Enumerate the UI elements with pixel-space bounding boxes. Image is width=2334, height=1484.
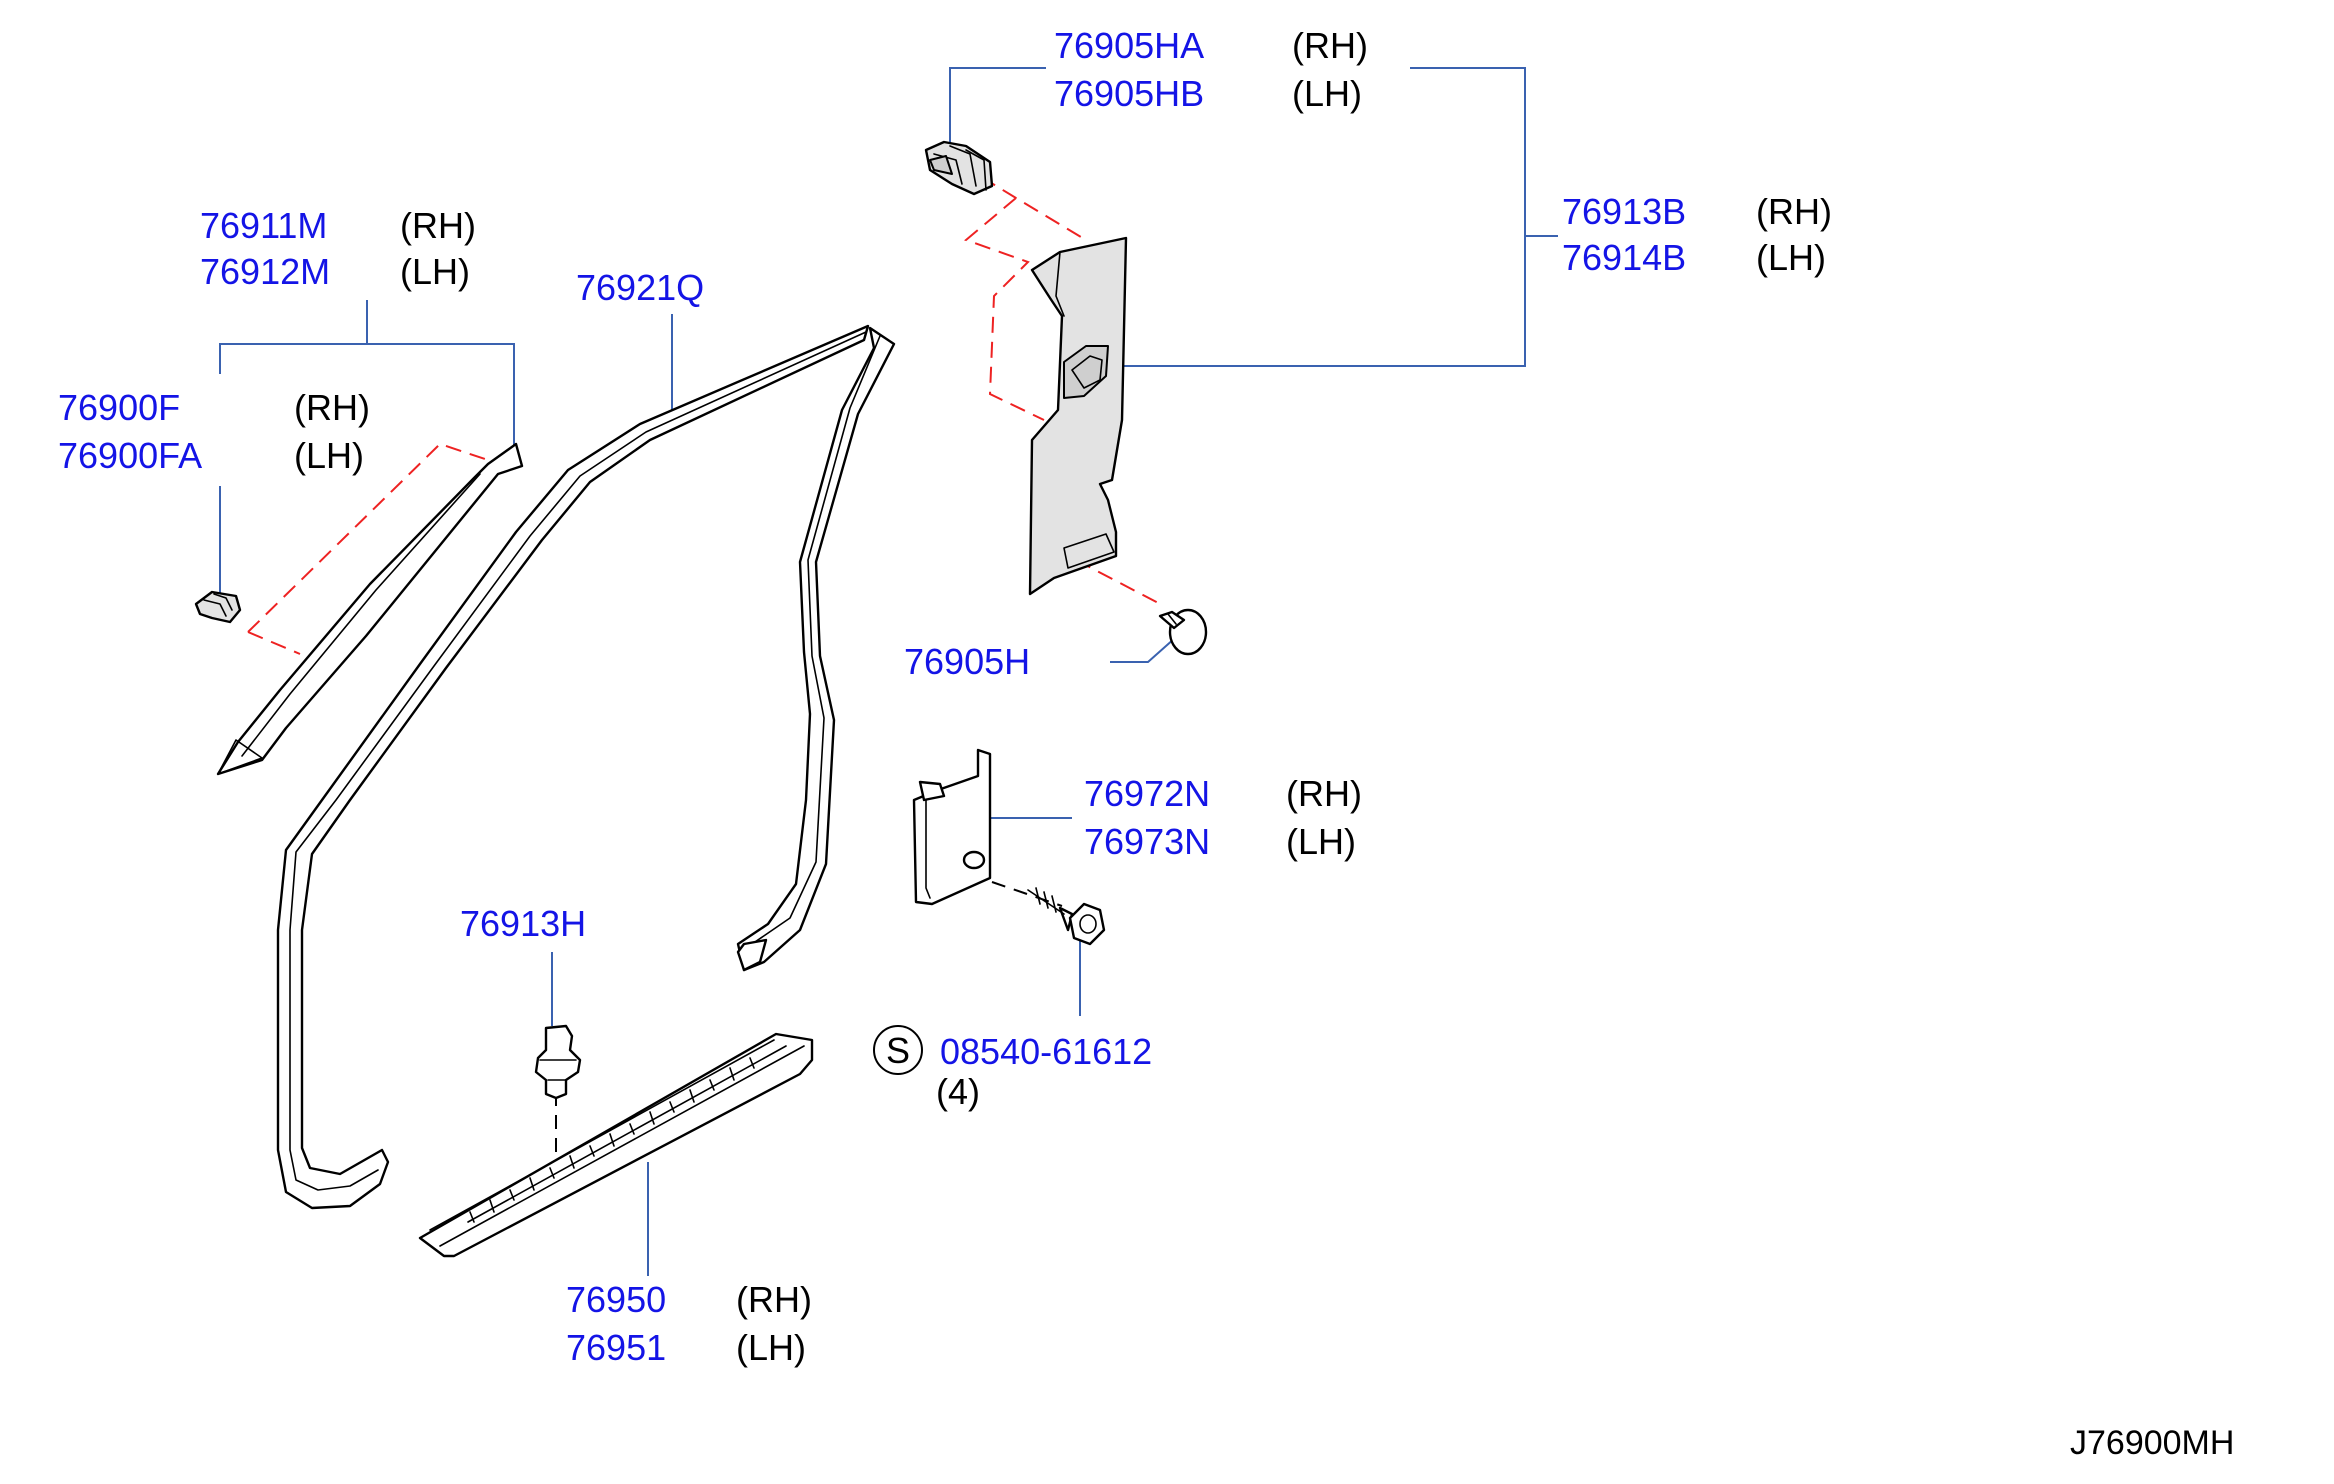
diagram-code: J76900MH [2070,1424,2234,1462]
side-rh: (RH) [1756,191,1832,232]
part-number-08540-61612[interactable]: 08540-61612 [940,1031,1152,1072]
part-number-76900fa[interactable]: 76900FA [58,435,202,476]
part-number-76914b[interactable]: 76914B [1562,237,1686,278]
part-number-76905ha[interactable]: 76905HA [1054,25,1204,66]
callout-screw: S 08540-61612 (4) [873,1025,1152,1112]
part-number-76913h[interactable]: 76913H [460,903,586,944]
part-number-76905hb[interactable]: 76905HB [1054,73,1204,114]
quantity: (4) [936,1071,980,1112]
callout-grommet: 76905H [904,641,1030,682]
side-rh: (RH) [1286,773,1362,814]
callout-weatherstrip: 76921Q [576,267,704,308]
side-lh: (LH) [400,251,470,292]
standard-part-letter: S [886,1030,910,1071]
side-rh: (RH) [736,1279,812,1320]
side-lh: (LH) [1292,73,1362,114]
side-lh: (LH) [294,435,364,476]
side-rh: (RH) [400,205,476,246]
standard-part-symbol [873,1025,923,1075]
part-number-76951[interactable]: 76951 [566,1327,666,1368]
part-number-76913b[interactable]: 76913B [1562,191,1686,232]
callout-kick-panel: 76972N (RH) 76973N (LH) [1084,773,1362,862]
a-pillar-clip [194,590,242,624]
part-number-76921q[interactable]: 76921Q [576,267,704,308]
grommet-clip [1158,608,1208,656]
part-number-76912m[interactable]: 76912M [200,251,330,292]
callout-clip-top: 76905HA (RH) 76905HB (LH) [1054,25,1368,114]
callout-sill-clip: 76913H [460,903,586,944]
callout-sill-plate: 76950 (RH) 76951 (LH) [566,1279,812,1368]
part-number-76905h[interactable]: 76905H [904,641,1030,682]
side-rh: (RH) [294,387,370,428]
part-number-76900f[interactable]: 76900F [58,387,180,428]
side-lh: (LH) [1756,237,1826,278]
alignment-lines [247,163,1165,1164]
part-number-76911m[interactable]: 76911M [200,205,327,246]
a-pillar-garnish [216,442,524,776]
tapping-screw [1027,887,1106,946]
part-number-76972n[interactable]: 76972N [1084,773,1210,814]
b-pillar-upper-clip [924,140,994,196]
kicking-plate [418,1032,814,1258]
side-lh: (LH) [1286,821,1356,862]
side-rh: (RH) [1292,25,1368,66]
kick-panel [912,748,992,906]
side-lh: (LH) [736,1327,806,1368]
sill-clip [534,1024,582,1100]
b-pillar-trim [1028,236,1128,596]
part-number-76950[interactable]: 76950 [566,1279,666,1320]
leader-lines [219,67,1558,1276]
callout-b-pillar: 76913B (RH) 76914B (LH) [1562,191,1832,278]
callout-a-pillar: 76911M (RH) 76912M (LH) [200,205,476,292]
part-number-76973n[interactable]: 76973N [1084,821,1210,862]
door-weatherstrip [276,324,896,1210]
callout-a-clip: 76900F (RH) 76900FA (LH) [58,387,370,476]
